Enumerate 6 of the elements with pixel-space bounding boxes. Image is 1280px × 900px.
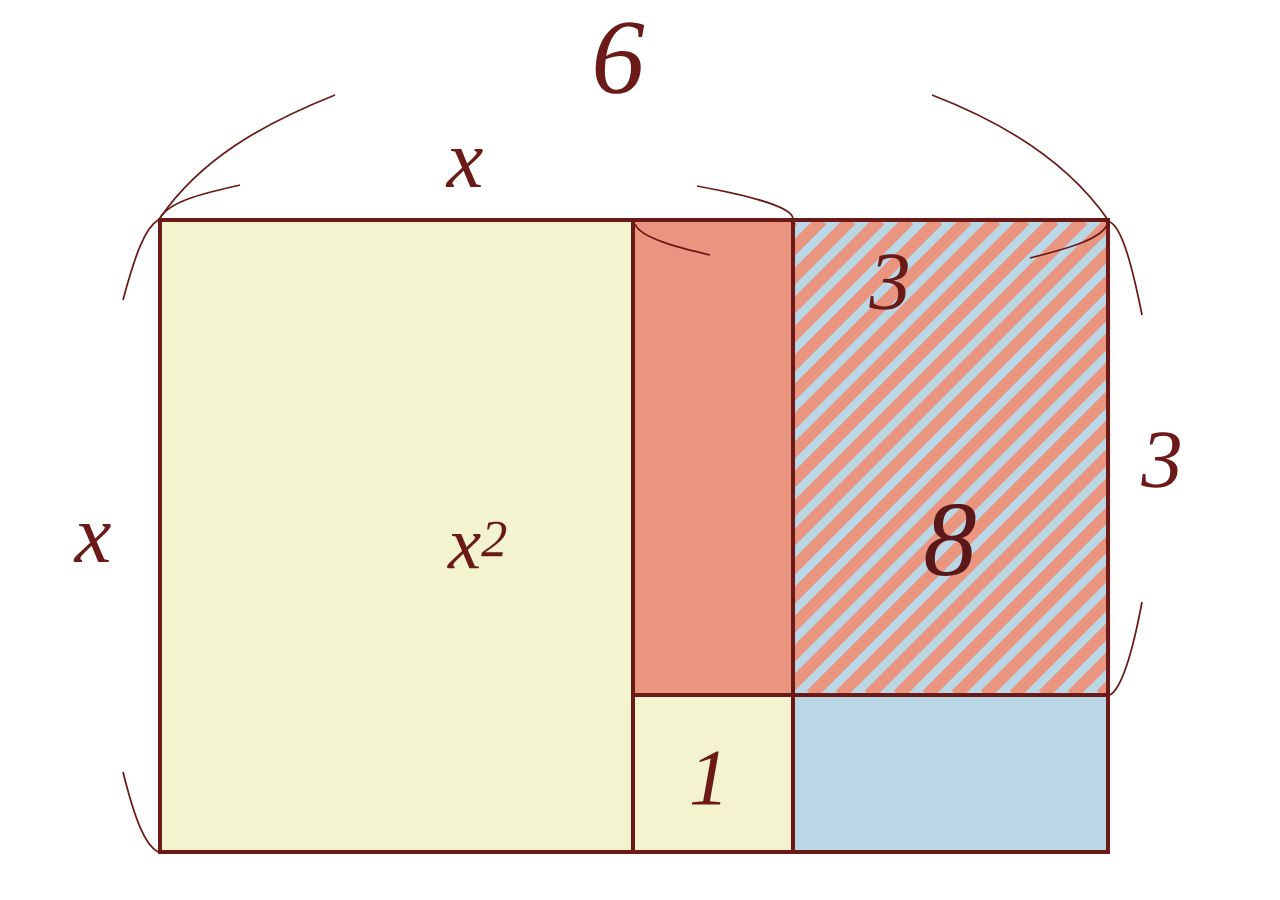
- area-box: 1: [631, 693, 795, 854]
- dimension-label: x: [445, 149, 483, 187]
- dimension-label: x: [73, 524, 111, 562]
- dimension-label: 6: [595, 22, 645, 94]
- area-box: x$^{2}$: [158, 218, 635, 854]
- dimension-label: 3: [1141, 432, 1180, 488]
